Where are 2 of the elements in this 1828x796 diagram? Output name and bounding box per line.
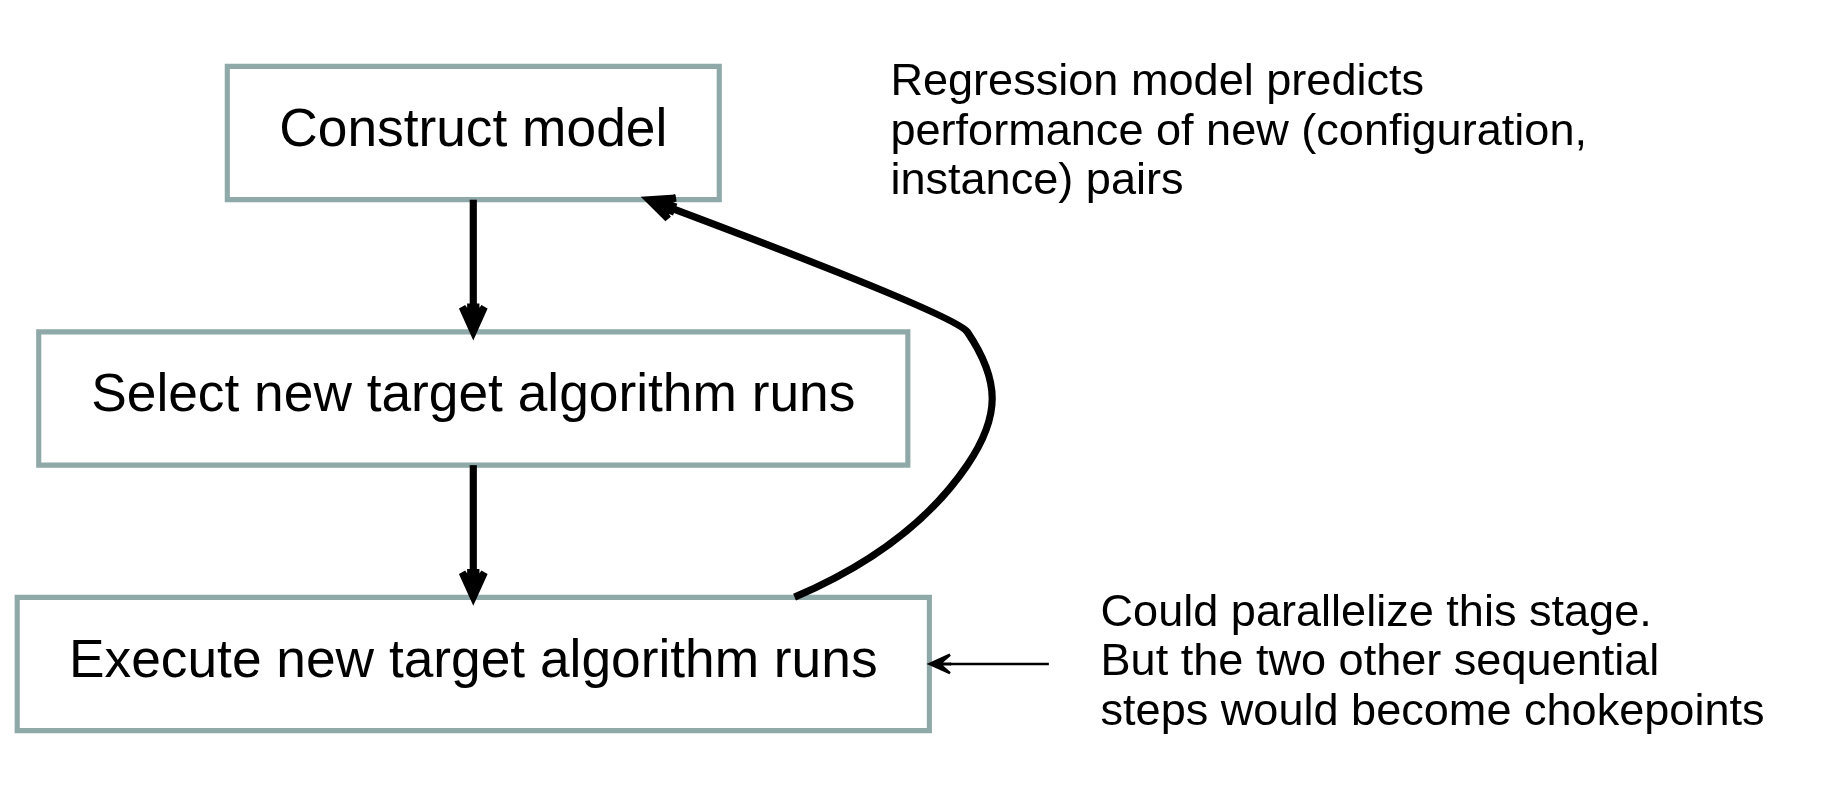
node-label: Regression model predicts performance of new (configuration, instance) pairs [889, 53, 1587, 204]
node-text: Could parallelize this stage. But the two other sequential steps would become chokepoints [1100, 584, 1765, 735]
